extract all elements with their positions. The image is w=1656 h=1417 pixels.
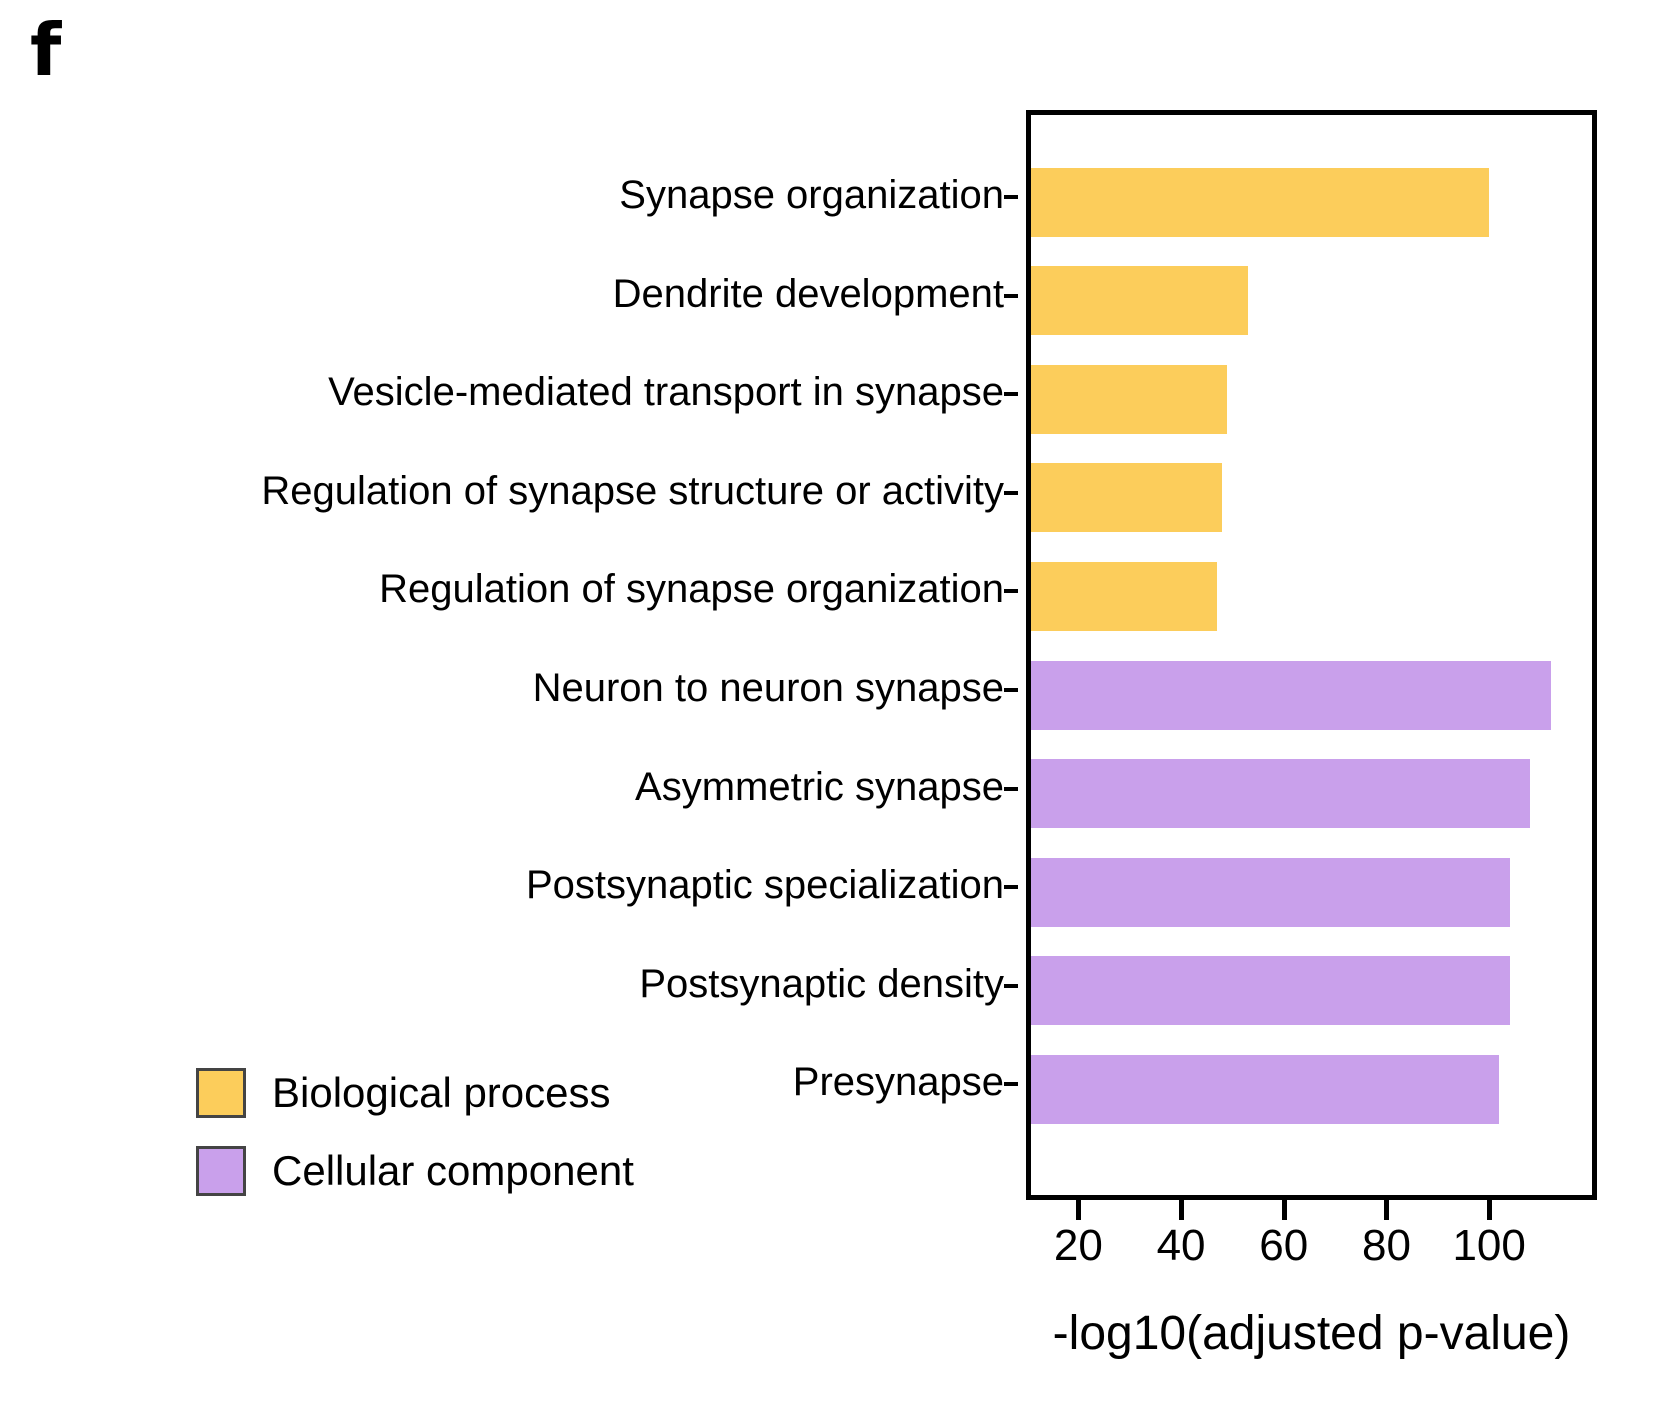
bar-row [1031, 759, 1602, 829]
category-tick-icon [1004, 195, 1018, 200]
bar [1031, 463, 1223, 533]
x-tick-label: 100 [1452, 1221, 1526, 1270]
category-label: Regulation of synapse organization [379, 567, 1004, 612]
bar [1031, 956, 1510, 1026]
category-label: Presynapse [792, 1060, 1004, 1105]
category-tick-icon [1004, 688, 1018, 693]
x-tick-label: 40 [1156, 1221, 1206, 1270]
bar [1031, 167, 1490, 237]
bar-row [1031, 1054, 1602, 1124]
bar [1031, 660, 1551, 730]
legend-item[interactable]: Cellular component [196, 1143, 816, 1199]
bar [1031, 857, 1510, 927]
bar-series [1031, 115, 1592, 1195]
bar [1031, 266, 1248, 336]
bar-row [1031, 167, 1602, 237]
bar [1031, 1054, 1500, 1124]
category-label: Postsynaptic specialization [525, 863, 1004, 908]
x-axis-title: -log10(adjusted p-value) [1052, 1307, 1571, 1360]
bar-row [1031, 561, 1602, 631]
category-label: Vesicle-mediated transport in synapse [328, 370, 1004, 415]
bar-row [1031, 857, 1602, 927]
category-tick-icon [1004, 490, 1018, 495]
x-tick-label: 80 [1361, 1221, 1411, 1270]
legend-swatch-icon [196, 1068, 246, 1118]
legend-item[interactable]: Biological process [196, 1065, 816, 1121]
bar-row [1031, 364, 1602, 434]
panel-letter: f [30, 8, 62, 92]
x-tick-mark [1281, 1200, 1287, 1220]
bar [1031, 759, 1531, 829]
x-tick-mark [1487, 1200, 1493, 1220]
category-tick-icon [1004, 786, 1018, 791]
category-label: Synapse organization [619, 173, 1004, 218]
bar-row [1031, 660, 1602, 730]
bar [1031, 561, 1217, 631]
bar-row [1031, 266, 1602, 336]
legend-label: Biological process [272, 1069, 611, 1116]
x-tick-mark [1076, 1200, 1082, 1220]
category-label: Postsynaptic density [639, 961, 1004, 1006]
category-tick-icon [1004, 885, 1018, 890]
x-tick-label: 20 [1053, 1221, 1103, 1270]
legend-label: Cellular component [272, 1147, 634, 1194]
bar [1031, 364, 1228, 434]
bar-row [1031, 956, 1602, 1026]
category-label: Dendrite development [612, 271, 1004, 316]
category-tick-icon [1004, 392, 1018, 397]
bar-row [1031, 463, 1602, 533]
plot-area [1026, 110, 1597, 1200]
x-tick-mark [1179, 1200, 1185, 1220]
x-axis-ticks: 20 40 60 80 100 [1026, 1200, 1597, 1320]
category-label: Asymmetric synapse [635, 764, 1004, 809]
x-tick-mark [1384, 1200, 1390, 1220]
category-tick-icon [1004, 1082, 1018, 1087]
category-tick-icon [1004, 983, 1018, 988]
x-tick-label: 60 [1259, 1221, 1309, 1270]
category-label: Neuron to neuron synapse [532, 666, 1004, 711]
category-tick-icon [1004, 293, 1018, 298]
category-label: Regulation of synapse structure or activ… [261, 468, 1004, 513]
legend-swatch-icon [196, 1146, 246, 1196]
category-tick-icon [1004, 589, 1018, 594]
